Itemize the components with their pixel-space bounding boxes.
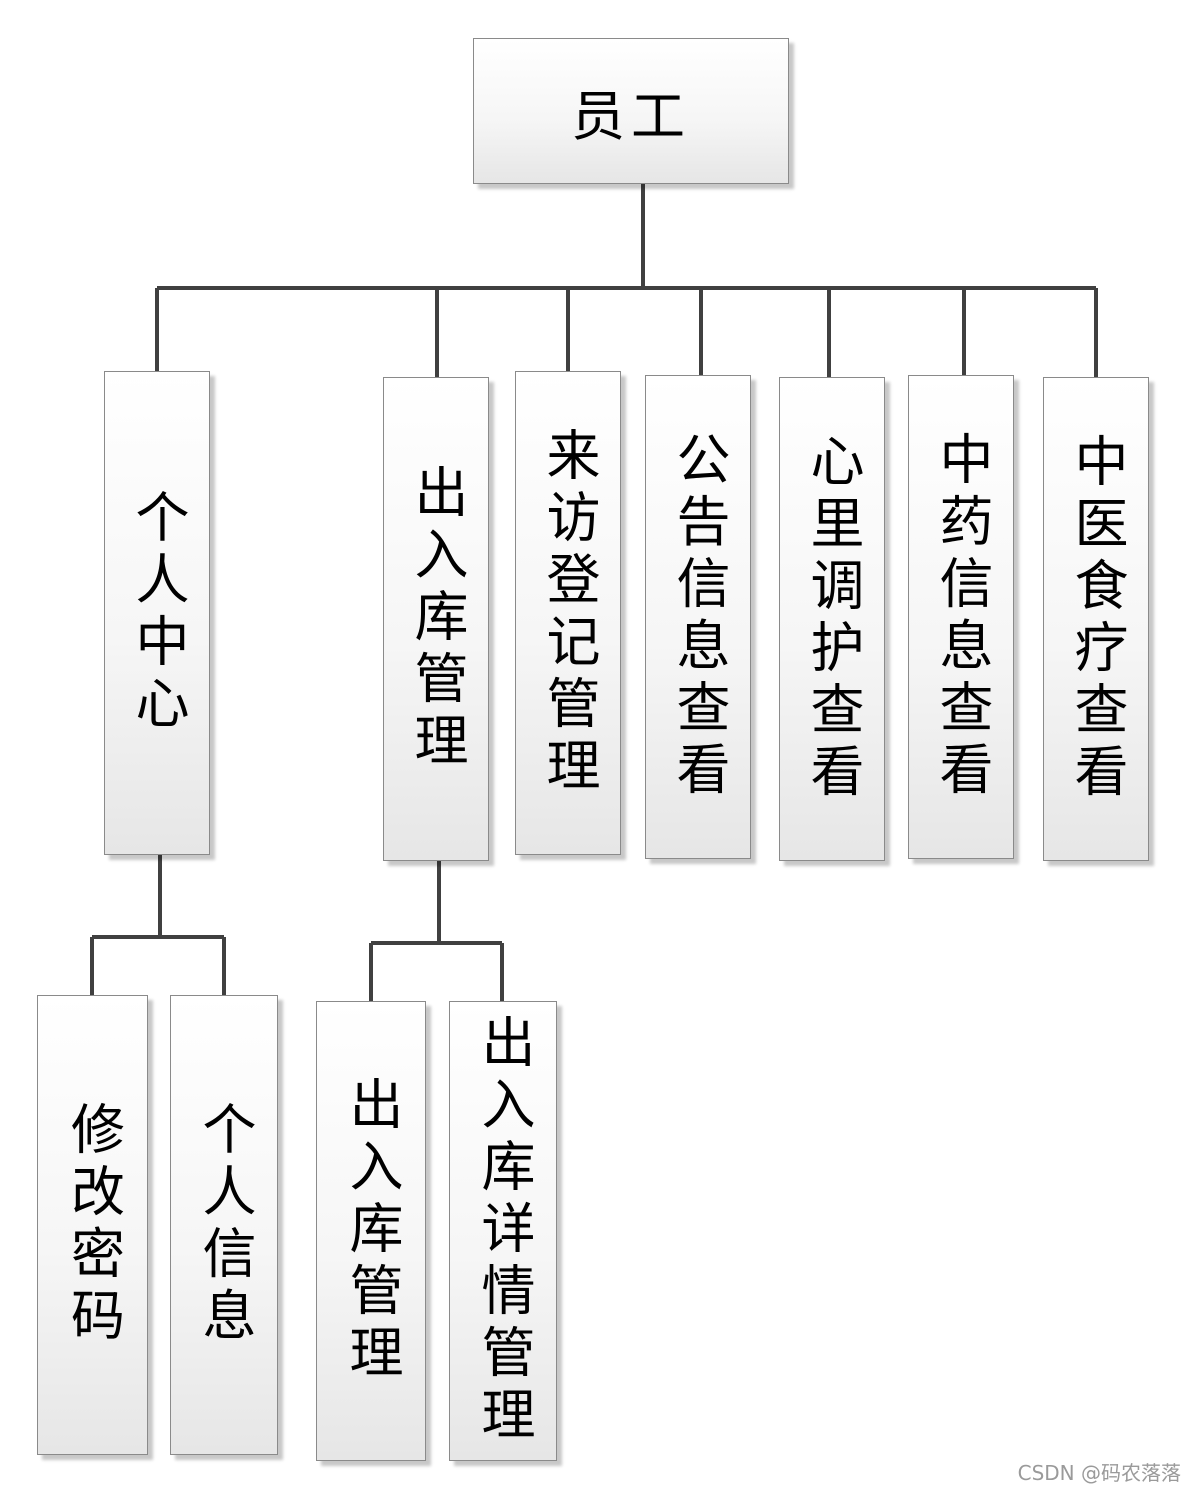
node-personal-info: 个人信息 xyxy=(170,995,278,1455)
node-label: 修改密码 xyxy=(61,1101,125,1349)
node-label: 个人中心 xyxy=(126,489,189,737)
node-label: 出入库管理 xyxy=(405,464,468,774)
watermark: CSDN @码农落落 xyxy=(1017,1461,1181,1485)
node-label: 来访登记管理 xyxy=(537,427,600,799)
node-label: 出入库管理 xyxy=(340,1076,403,1386)
node-stock-detail-management: 出入库详情管理 xyxy=(449,1001,557,1461)
node-visitor-registration: 来访登记管理 xyxy=(515,371,621,855)
node-label: 中医食疗查看 xyxy=(1065,433,1128,805)
node-tcm-diet-therapy-view: 中医食疗查看 xyxy=(1043,377,1149,861)
node-herbal-info-view: 中药信息查看 xyxy=(908,375,1014,859)
node-stock-management: 出入库管理 xyxy=(383,377,489,861)
node-announcement-view: 公告信息查看 xyxy=(645,375,751,859)
node-label: 公告信息查看 xyxy=(667,431,730,803)
node-psychological-care-view: 心里调护查看 xyxy=(779,377,885,861)
node-stock-inout-management: 出入库管理 xyxy=(316,1001,426,1461)
node-change-password: 修改密码 xyxy=(37,995,148,1455)
root-label: 员工 xyxy=(571,84,691,148)
node-label: 心里调护查看 xyxy=(801,433,864,805)
root-node: 员工 xyxy=(473,38,789,184)
node-label: 中药信息查看 xyxy=(930,431,993,803)
node-label: 出入库详情管理 xyxy=(472,1014,535,1448)
node-label: 个人信息 xyxy=(193,1101,256,1349)
node-personal-center: 个人中心 xyxy=(104,371,210,855)
